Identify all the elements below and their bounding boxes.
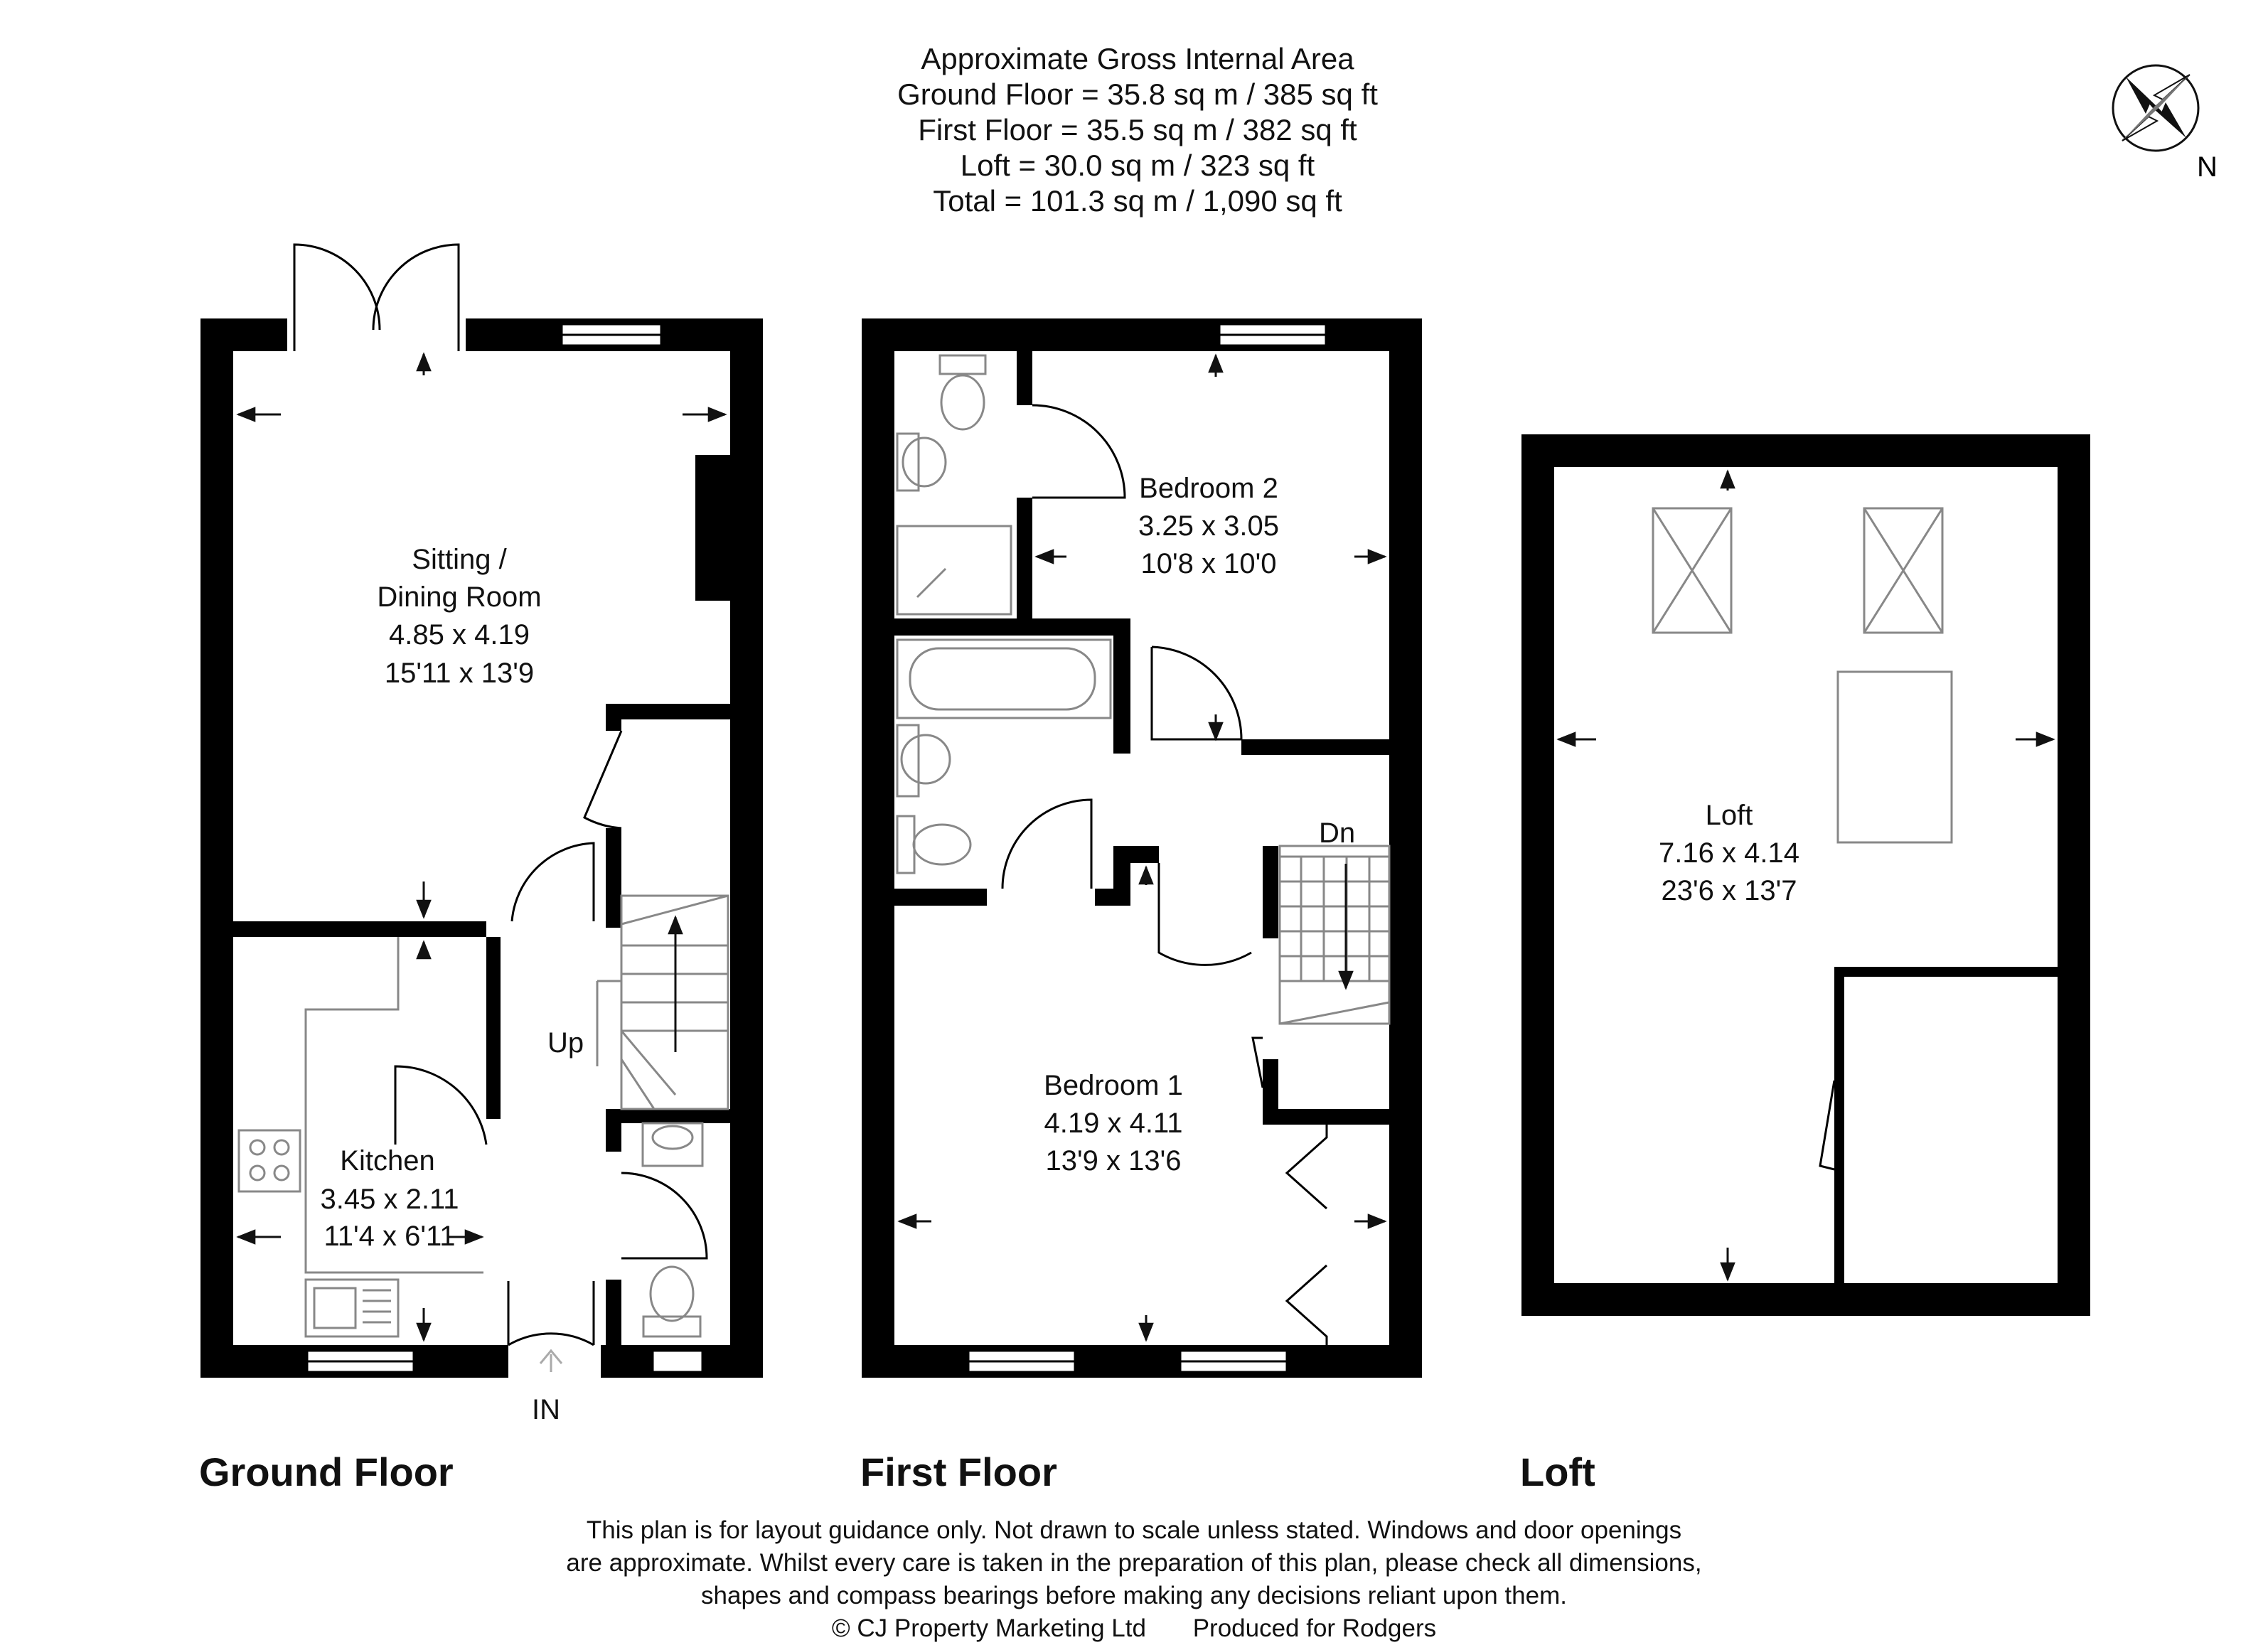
stairs-down-label: Dn <box>1319 818 1355 849</box>
area-total: Total = 101.3 sq m / 1,090 sq ft <box>933 184 1342 218</box>
room-metric: 4.19 x 4.11 <box>1044 1108 1183 1139</box>
disclaimer-line: This plan is for layout guidance only. N… <box>586 1516 1682 1544</box>
room-label-loft: Loft 7.16 x 4.14 23'6 x 13'7 <box>1659 800 1799 906</box>
disclaimer-line: shapes and compass bearings before makin… <box>701 1582 1567 1609</box>
room-imperial: 11'4 x 6'11 <box>323 1221 455 1252</box>
room-metric: 3.45 x 2.11 <box>321 1184 459 1215</box>
area-first-floor: First Floor = 35.5 sq m / 382 sq ft <box>918 113 1357 146</box>
entrance-label: IN <box>532 1394 560 1425</box>
loft-plan <box>1521 434 2090 1316</box>
room-imperial: 15'11 x 13'9 <box>385 658 534 689</box>
room-metric: 3.25 x 3.05 <box>1138 510 1279 542</box>
credits: © CJ Property Marketing Ltd Produced for… <box>423 1612 1845 1645</box>
ground-floor-title: Ground Floor <box>199 1450 454 1494</box>
room-imperial: 23'6 x 13'7 <box>1662 875 1797 906</box>
room-name: Kitchen <box>340 1145 434 1177</box>
room-name: Loft <box>1706 800 1753 831</box>
room-metric: 4.85 x 4.19 <box>389 619 530 650</box>
compass-rose-icon: N <box>2112 64 2218 183</box>
room-name: Dining Room <box>377 582 541 613</box>
first-floor-title: First Floor <box>860 1450 1057 1494</box>
produced-for-text: Produced for Rodgers <box>1192 1614 1437 1642</box>
room-imperial: 13'9 x 13'6 <box>1046 1145 1182 1177</box>
room-metric: 7.16 x 4.14 <box>1659 837 1799 869</box>
ground-floor-plan <box>200 243 763 1378</box>
room-name: Bedroom 2 <box>1139 473 1278 504</box>
loft-title: Loft <box>1520 1450 1595 1494</box>
area-summary: Approximate Gross Internal Area Ground F… <box>782 41 1493 219</box>
area-heading: Approximate Gross Internal Area <box>921 42 1354 75</box>
area-ground-floor: Ground Floor = 35.8 sq m / 385 sq ft <box>897 77 1378 111</box>
first-floor-plan <box>862 318 1422 1378</box>
room-name: Sitting / <box>412 544 507 575</box>
room-label-sitting: Sitting / Dining Room 4.85 x 4.19 15'11 … <box>377 544 541 689</box>
room-label-bedroom-2: Bedroom 2 3.25 x 3.05 10'8 x 10'0 <box>1138 473 1279 579</box>
room-imperial: 10'8 x 10'0 <box>1141 548 1277 579</box>
disclaimer: This plan is for layout guidance only. N… <box>423 1514 1845 1645</box>
room-label-bedroom-1: Bedroom 1 4.19 x 4.11 13'9 x 13'6 <box>1044 1070 1183 1177</box>
disclaimer-line: are approximate. Whilst every care is ta… <box>566 1549 1702 1577</box>
compass-north-label: N <box>2197 151 2218 183</box>
room-name: Bedroom 1 <box>1044 1070 1183 1101</box>
copyright-text: © CJ Property Marketing Ltd <box>831 1614 1146 1642</box>
room-label-kitchen: Kitchen 3.45 x 2.11 11'4 x 6'11 <box>321 1145 459 1252</box>
stairs-up-label: Up <box>547 1027 584 1059</box>
area-loft: Loft = 30.0 sq m / 323 sq ft <box>960 149 1315 182</box>
